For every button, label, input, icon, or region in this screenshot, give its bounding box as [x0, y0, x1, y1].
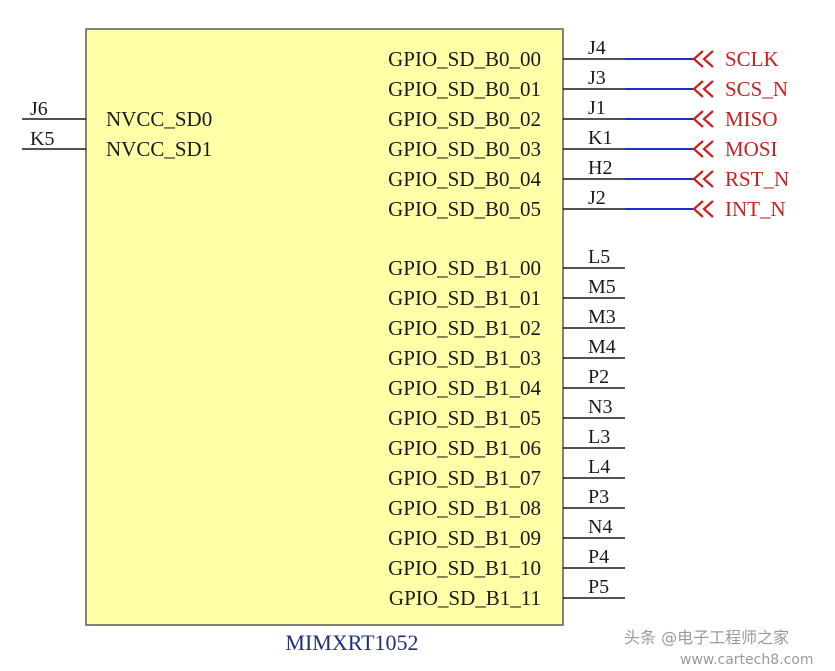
right-pin-pad: P5	[588, 576, 609, 598]
right-pin-pad: M4	[588, 336, 616, 358]
net-label: INT_N	[725, 197, 786, 221]
net-label: RST_N	[725, 167, 789, 191]
right-pin-pad: M5	[588, 276, 616, 298]
right-pin-pad: L5	[588, 246, 610, 268]
right-pin-name: GPIO_SD_B1_04	[388, 376, 541, 400]
right-pin-pad: P2	[588, 366, 609, 388]
net-port-icon	[692, 200, 714, 218]
right-pin-pad: M3	[588, 306, 616, 328]
right-pin-group: GPIO_SD_B0_00 J4 SCLK GPIO_SD_B0_01 J3 SCS_N G…	[388, 37, 789, 610]
net-port-icon	[692, 50, 714, 68]
right-pin-name: GPIO_SD_B1_01	[388, 286, 541, 310]
right-pin-name: GPIO_SD_B1_06	[388, 436, 541, 460]
right-pin-pad: J4	[588, 37, 606, 59]
right-pin-name: GPIO_SD_B0_05	[388, 197, 541, 221]
chip-body	[85, 28, 564, 626]
right-pin-pad: P3	[588, 486, 609, 508]
right-pin-pad: N3	[588, 396, 612, 418]
right-pin-pad: J1	[588, 97, 606, 119]
right-pin-name: GPIO_SD_B0_04	[388, 167, 541, 191]
right-pin-pad: L4	[588, 456, 610, 478]
right-pin-pad: N4	[588, 516, 612, 538]
right-pin-name: GPIO_SD_B1_10	[388, 556, 541, 580]
net-port-icon	[692, 80, 714, 98]
right-pin-name: GPIO_SD_B1_02	[388, 316, 541, 340]
right-pin-name: GPIO_SD_B1_00	[388, 256, 541, 280]
right-pin-pad: L3	[588, 426, 610, 448]
right-pin-name: GPIO_SD_B1_09	[388, 526, 541, 550]
net-label: MOSI	[725, 137, 778, 161]
watermark: 头条 @电子工程师之家 www.cartech8.com	[624, 628, 813, 668]
net-port-icon	[692, 140, 714, 158]
left-pin-name: NVCC_SD1	[106, 137, 212, 161]
left-pin-pad: J6	[30, 98, 48, 120]
right-pin-pad: J3	[588, 67, 606, 89]
watermark-site: www.cartech8.com	[680, 652, 813, 668]
right-pin-name: GPIO_SD_B1_08	[388, 496, 541, 520]
right-pin-pad: P4	[588, 546, 609, 568]
net-label: SCS_N	[725, 77, 788, 101]
right-pin-name: GPIO_SD_B1_03	[388, 346, 541, 370]
right-pin-pad: H2	[588, 157, 612, 179]
watermark-text: 头条 @电子工程师之家	[624, 628, 789, 647]
right-pin-name: GPIO_SD_B0_03	[388, 137, 541, 161]
right-pin-name: GPIO_SD_B0_02	[388, 107, 541, 131]
net-label: SCLK	[725, 47, 779, 71]
left-pin-name: NVCC_SD0	[106, 107, 212, 131]
net-label: MISO	[725, 107, 778, 131]
right-pin-name: GPIO_SD_B1_11	[389, 586, 541, 610]
right-pin-pad: J2	[588, 187, 606, 209]
right-pin-name: GPIO_SD_B0_00	[388, 47, 541, 71]
right-pin-name: GPIO_SD_B1_05	[388, 406, 541, 430]
net-port-icon	[692, 110, 714, 128]
left-pin-pad: K5	[30, 128, 54, 150]
net-port-icon	[692, 170, 714, 188]
right-pin-pad: K1	[588, 127, 612, 149]
part-name: MIMXRT1052	[285, 630, 418, 655]
right-pin-name: GPIO_SD_B0_01	[388, 77, 541, 101]
right-pin-name: GPIO_SD_B1_07	[388, 466, 541, 490]
